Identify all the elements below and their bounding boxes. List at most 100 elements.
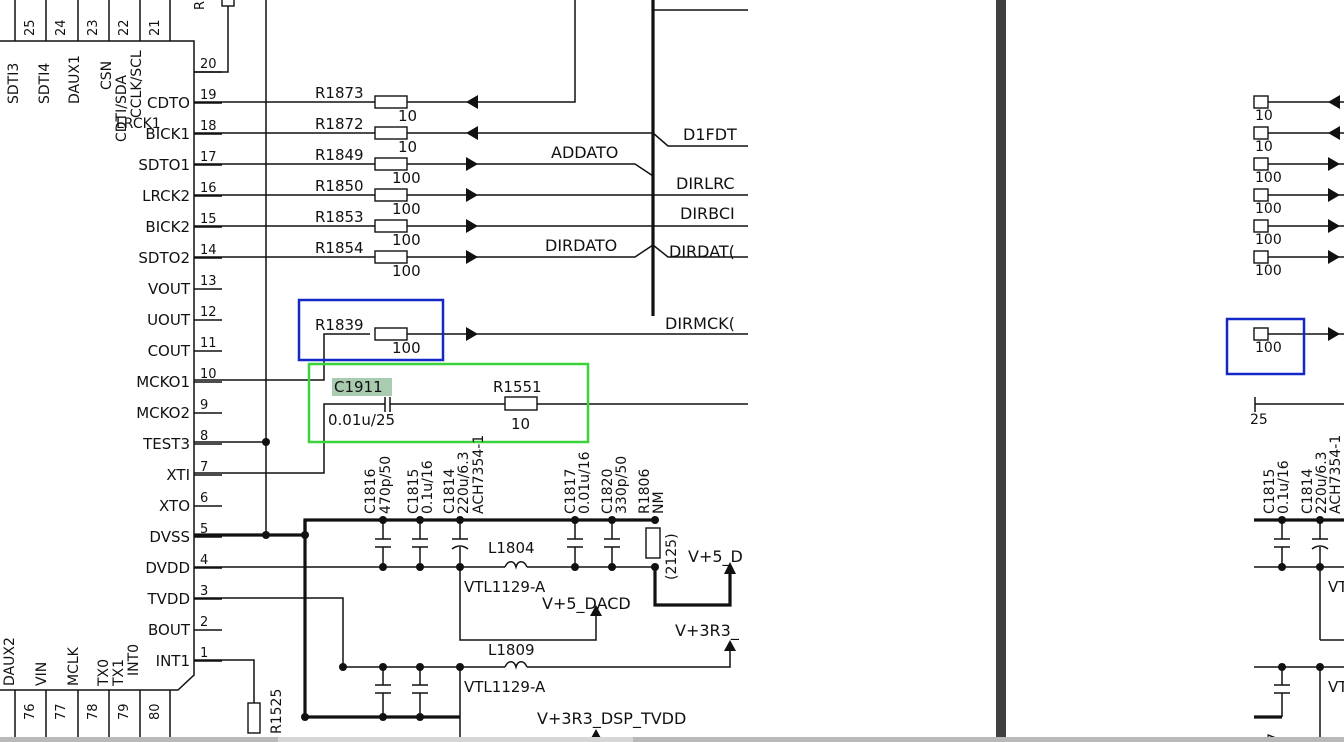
cap-ref: C1815: [406, 469, 422, 514]
ic-pin-number: 3: [200, 584, 208, 599]
ic-pin-name: VOUT: [148, 280, 191, 298]
signal-arrow: [466, 250, 478, 264]
signal-arrow: [1328, 327, 1340, 341]
ic-top-pin-number: 24: [54, 19, 69, 36]
resistor-value: 10: [1255, 139, 1273, 155]
power-label-v3r3-dsp-tvdd: V+3R3_DSP_TVDD: [537, 709, 686, 729]
split-view-divider[interactable]: [996, 0, 1006, 742]
cap-value: 220u/6.3: [456, 451, 472, 514]
resistor-rows: R187310R187210R1849100R1850100R1853100R1…: [194, 84, 478, 357]
ic-pin-name: DAUX1: [67, 55, 83, 104]
ic-pin-number: 19: [200, 88, 217, 103]
c1911-label-highlight: [332, 378, 392, 396]
ic-pin-number: 15: [200, 212, 217, 227]
ic-pin-number: 2: [200, 615, 208, 630]
junction-dot: [301, 713, 309, 721]
ic-pin-name: INT1: [156, 652, 190, 670]
junction-dot: [571, 563, 579, 571]
ic-pin-number: 12: [200, 305, 217, 320]
horizontal-scrollbar-thumb[interactable]: [278, 737, 633, 742]
ic-pin-name: BOUT: [148, 621, 191, 639]
signal-arrow: [1328, 188, 1340, 202]
signal-arrow: [1328, 126, 1340, 140]
resistor-value: 10: [1255, 108, 1273, 124]
ic-pin-number: 1: [200, 646, 208, 661]
power-label-v3r3: V+3R3_: [675, 621, 740, 641]
net-label-dirmck: DIRMCK(: [665, 314, 735, 333]
signal-arrow: [466, 126, 478, 140]
ic-pin-name: SDTI4: [37, 63, 53, 104]
ic-pin-number: 8: [200, 429, 208, 444]
l1804-ref: L1804: [488, 539, 535, 557]
cap-ref: C1816: [363, 469, 379, 514]
ic-right-pin-stubs: [194, 71, 222, 662]
ic-bottom-pin-number: 78: [86, 703, 101, 720]
resistor-value: 10: [398, 138, 417, 156]
ic-pin-name: DVDD: [145, 559, 190, 577]
signal-arrow: [1328, 157, 1340, 171]
ic-pin-number: 17: [200, 150, 217, 165]
resistor-value: 100: [392, 262, 421, 280]
cap-value: 470p/50: [378, 456, 394, 514]
resistor-symbol-fragment: [1253, 219, 1269, 233]
signal-arrow: [466, 327, 478, 341]
r1551-value: 10: [511, 415, 530, 433]
ic-pin-name: XTO: [159, 497, 190, 515]
resistor-value: 100: [392, 169, 421, 187]
highlight-box-green: [307, 362, 590, 444]
ic-pin-name: UOUT: [147, 311, 191, 329]
resistor-ref: R1806: [637, 469, 653, 514]
resistor-value: 100: [1255, 170, 1282, 186]
highlight-box-blue: [297, 298, 445, 362]
ic-body-outline: [0, 40, 195, 691]
cap-ref: C1814: [442, 469, 458, 514]
ic-bottom-pin-separators: [14, 690, 171, 742]
ic-pin-number: 14: [200, 243, 217, 258]
junction-dot: [608, 563, 616, 571]
ic-pin-number: 11: [200, 336, 217, 351]
resistor-value: 100: [1255, 201, 1282, 217]
cap-ref: C1820: [600, 469, 616, 514]
ic-pin-name: SDTO1: [138, 156, 190, 174]
ic-pin-name: COUT: [148, 342, 191, 360]
cap-value: 0.1u/16: [420, 460, 436, 514]
part-fragment: VT: [1328, 678, 1344, 696]
ic-bottom-pin-number: 80: [148, 703, 163, 720]
ic-pin-name: CDTI/SDA: [114, 75, 130, 142]
l1804-part: VTL1129-A: [464, 578, 546, 596]
resistor-symbol-fragment: [1253, 157, 1269, 171]
ic-pin-name: DVSS: [149, 528, 190, 546]
resistor-symbol-fragment: [1253, 126, 1269, 140]
ic-top-pin-number: 21: [148, 19, 163, 36]
r1806-package: (2125): [664, 533, 680, 580]
ic-pin-number: 10: [200, 367, 217, 382]
d1fdt-net: [652, 132, 748, 147]
signal-arrow: [1328, 250, 1340, 264]
cap-value: 0.01u/16: [577, 451, 593, 514]
cdto-trace: [476, 0, 576, 103]
junction-dot: [379, 713, 387, 721]
ic-pin-name: VIN: [34, 662, 50, 686]
cap-value: 0.1u/16: [1276, 460, 1292, 514]
net-label-dirdat: DIRDAT(: [669, 242, 735, 261]
cap-part: ACH7354-1: [471, 435, 487, 514]
ic-pin-name: TX0: [96, 659, 112, 687]
ic-top-pin-number: 22: [117, 19, 132, 36]
horizontal-scrollbar-track[interactable]: [0, 737, 1344, 742]
junction-dot: [301, 531, 309, 539]
cap-value: 330p/50: [614, 456, 630, 514]
r1551-ref: R1551: [493, 378, 542, 396]
resistor-value: 100: [392, 200, 421, 218]
ic-bottom-pin-number: 77: [54, 703, 69, 720]
schematic-view-left: 25 24 23 22 21 SDTI3 SDTI4 DAUX1 CSN CDT…: [0, 0, 748, 742]
ic-pin-name: TEST3: [142, 435, 190, 453]
ic-pin-name: BICK1: [145, 125, 190, 143]
c1911-ref: C1911: [334, 378, 383, 396]
signal-arrow: [466, 95, 478, 109]
c1911-value: 0.01u/25: [328, 411, 395, 429]
signal-arrow: [466, 219, 478, 233]
ic-top-pin-number: 23: [86, 19, 101, 36]
net-label-d1fdt: D1FDT: [683, 125, 737, 144]
resistor-value: 100: [392, 339, 421, 357]
ic-pin-number: 4: [200, 553, 208, 568]
